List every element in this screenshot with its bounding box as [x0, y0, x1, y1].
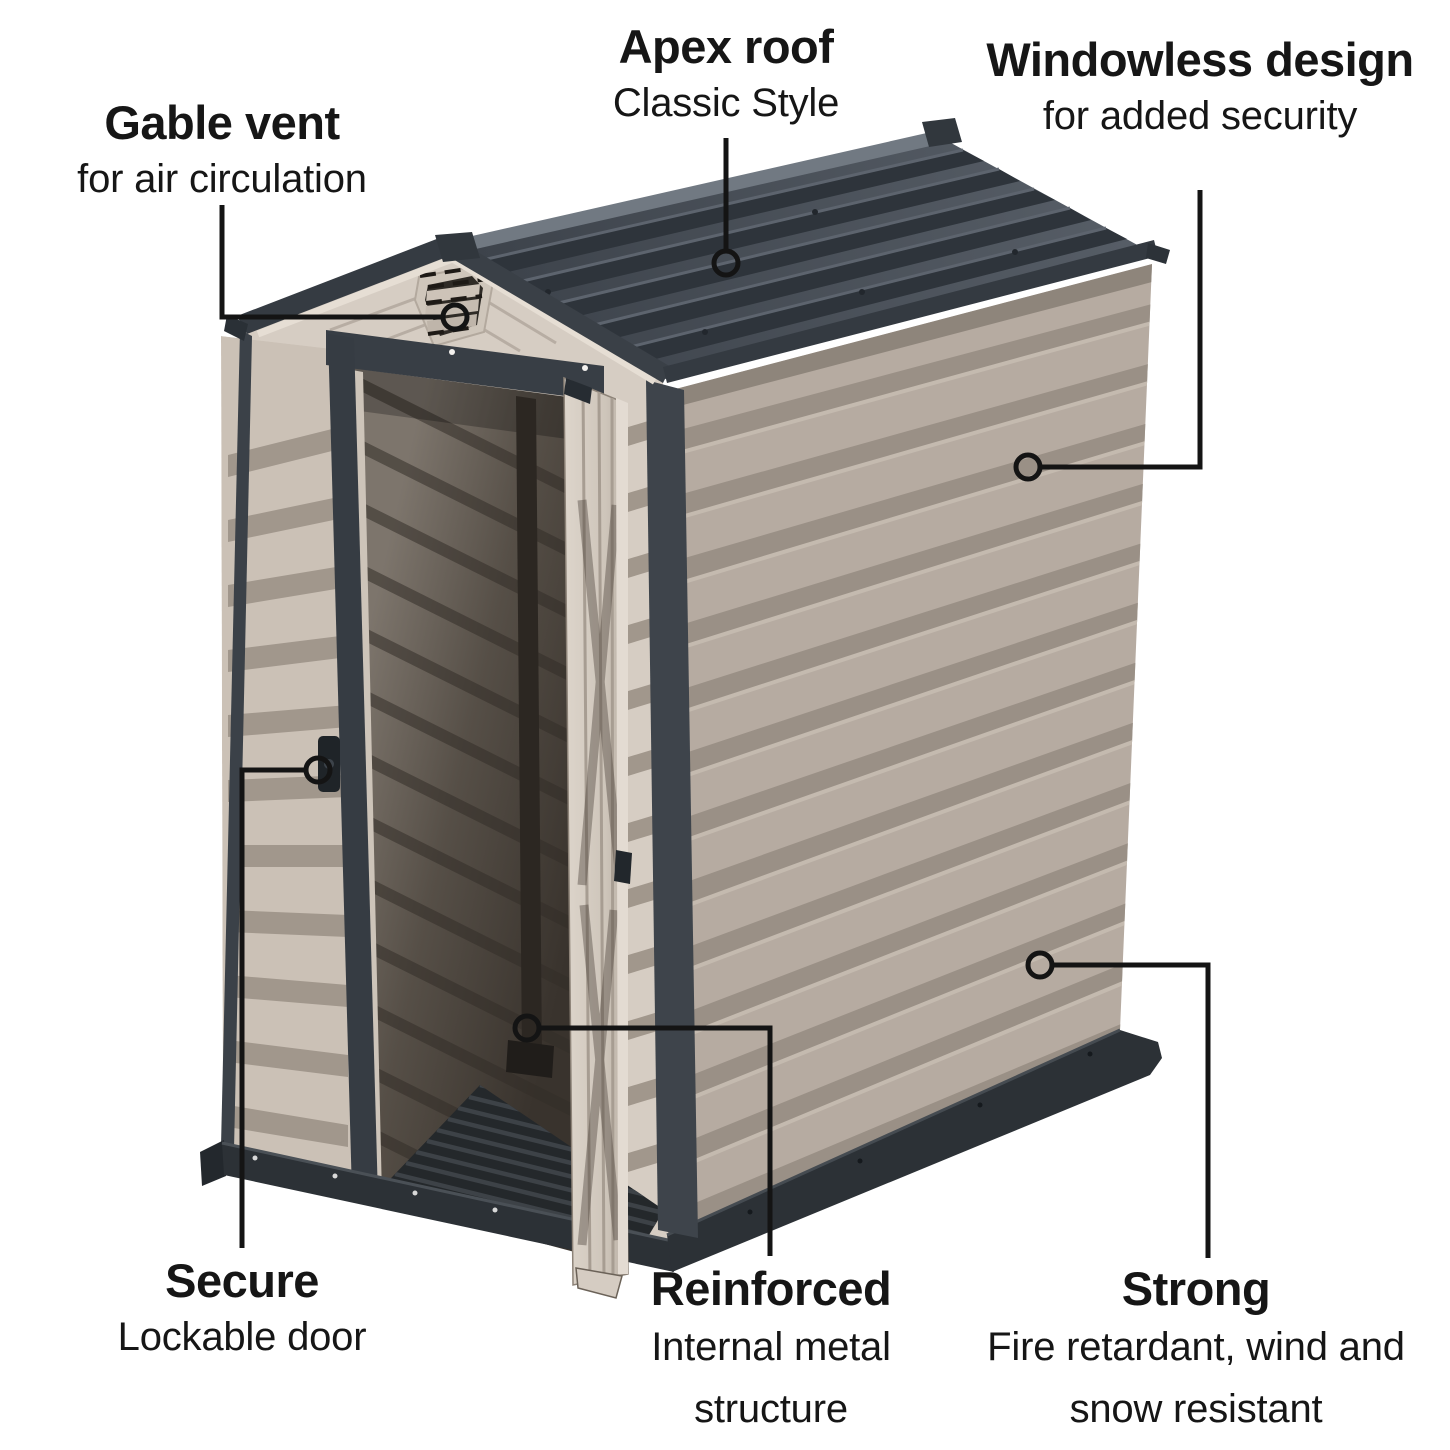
- internal-metal-column: [516, 396, 542, 1056]
- callout-line-secure: [239, 767, 304, 1248]
- door-bottom-edge: [575, 1267, 623, 1299]
- callout-marker-reinforced: [512, 1013, 542, 1043]
- door-left-jamb: [328, 334, 378, 1198]
- shed-right-wall: [664, 264, 1152, 1235]
- callout-secure-subtitle: Lockable door: [117, 1315, 367, 1359]
- callout-line-gable-vent: [219, 205, 441, 320]
- callout-marker-windowless-design: [1013, 452, 1043, 482]
- callout-marker-apex-roof: [711, 248, 741, 278]
- door-hinge: [564, 378, 592, 404]
- callout-reinforced: Reinforced Internal metal structure: [616, 1262, 926, 1440]
- door-latch: [614, 850, 632, 884]
- apex-roof-illustration: [224, 118, 1170, 385]
- door-leaf: [563, 376, 632, 1299]
- roof-peak-cap-back: [922, 118, 962, 147]
- callout-marker-gable-vent: [440, 302, 470, 332]
- base-plinth: [200, 1028, 1162, 1272]
- internal-metal-bracket: [506, 1040, 554, 1078]
- callout-strong-subtitle: Fire retardant, wind and snow resistant: [987, 1325, 1405, 1431]
- roof-ridge-cap: [450, 130, 948, 253]
- roof-peak-cap-front: [435, 232, 480, 262]
- callout-marker-strong: [1025, 950, 1055, 980]
- callout-marker-secure: [303, 755, 333, 785]
- left-corner-trim: [221, 330, 252, 1150]
- callout-windowless-design-title: Windowless design: [986, 33, 1414, 86]
- callout-strong: Strong Fire retardant, wind and snow res…: [981, 1262, 1411, 1440]
- callout-secure: Secure Lockable door: [118, 1254, 367, 1366]
- callout-strong-title: Strong: [1121, 1262, 1271, 1315]
- callout-reinforced-title: Reinforced: [650, 1262, 892, 1315]
- door-opening: [326, 330, 664, 1262]
- callout-windowless-design-subtitle: for added security: [1042, 94, 1358, 138]
- roof-left-barge: [237, 235, 457, 334]
- callout-apex-roof: Apex roof Classic Style: [612, 20, 840, 132]
- corner-post: [646, 380, 698, 1238]
- callout-line-strong: [1054, 962, 1211, 1258]
- callout-apex-roof-subtitle: Classic Style: [612, 81, 840, 125]
- callout-apex-roof-title: Apex roof: [618, 20, 834, 73]
- callout-gable-vent-title: Gable vent: [104, 96, 340, 149]
- callout-gable-vent: Gable vent for air circulation: [77, 96, 367, 208]
- callout-windowless-design: Windowless design for added security: [986, 33, 1414, 145]
- callout-reinforced-subtitle: Internal metal structure: [651, 1325, 891, 1431]
- door-header-trim: [326, 330, 604, 401]
- callout-secure-title: Secure: [165, 1254, 319, 1307]
- callout-gable-vent-subtitle: for air circulation: [77, 157, 367, 201]
- roof-right-barge: [441, 235, 671, 383]
- roof-eave-trim: [663, 240, 1158, 383]
- callout-line-reinforced: [541, 1025, 773, 1256]
- callout-line-windowless-design: [1042, 190, 1203, 470]
